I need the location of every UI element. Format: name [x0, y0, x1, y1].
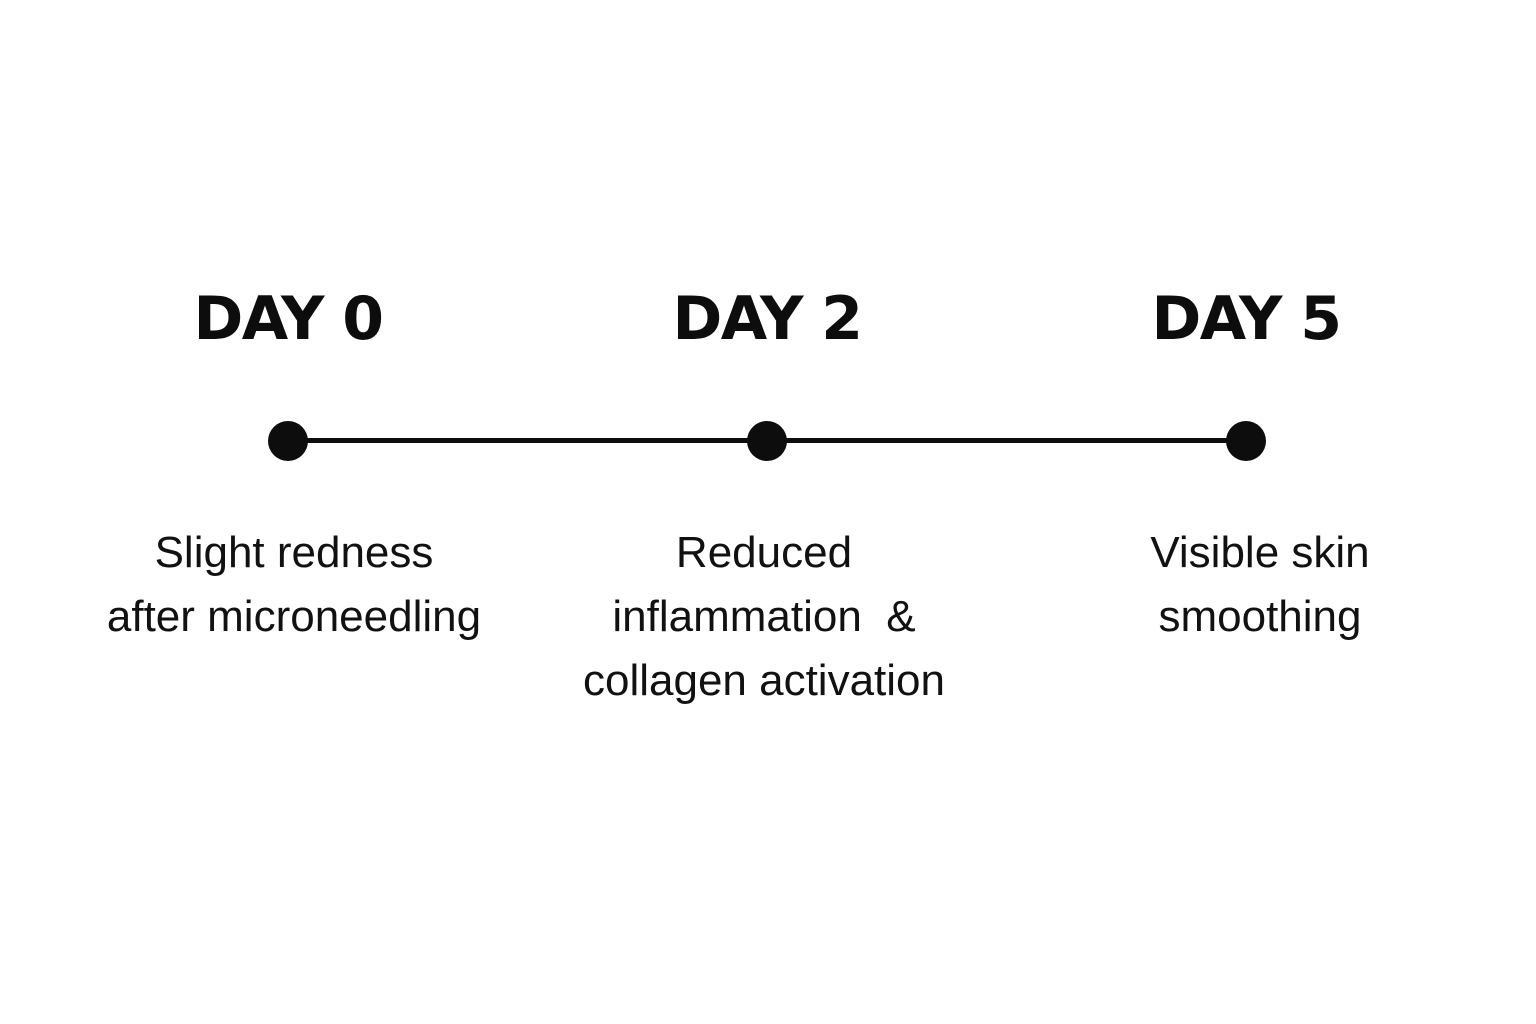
day-0-description-line: Slight redness [154, 528, 434, 577]
day-2-heading: DAY 2 [672, 284, 863, 354]
day-5-marker [1226, 421, 1266, 461]
day-2-description-line: collagen activation [582, 656, 945, 705]
day-5-description: Visible skin smoothing [1020, 521, 1500, 649]
day-0-description-line: after microneedling [106, 592, 482, 641]
day-5-description-line: Visible skin [1150, 528, 1370, 577]
day-2-description-line: Reduced [675, 528, 853, 577]
day-2-description-line: inflammation & [612, 592, 916, 641]
day-0-description: Slight redness after microneedling [54, 521, 534, 649]
day-5-description-line: smoothing [1158, 592, 1362, 641]
day-0-heading: DAY 0 [193, 284, 384, 354]
day-5-heading: DAY 5 [1151, 284, 1342, 354]
day-2-description: Reduced inflammation & collagen activati… [524, 521, 1004, 713]
day-0-marker [268, 421, 308, 461]
day-2-marker [747, 421, 787, 461]
